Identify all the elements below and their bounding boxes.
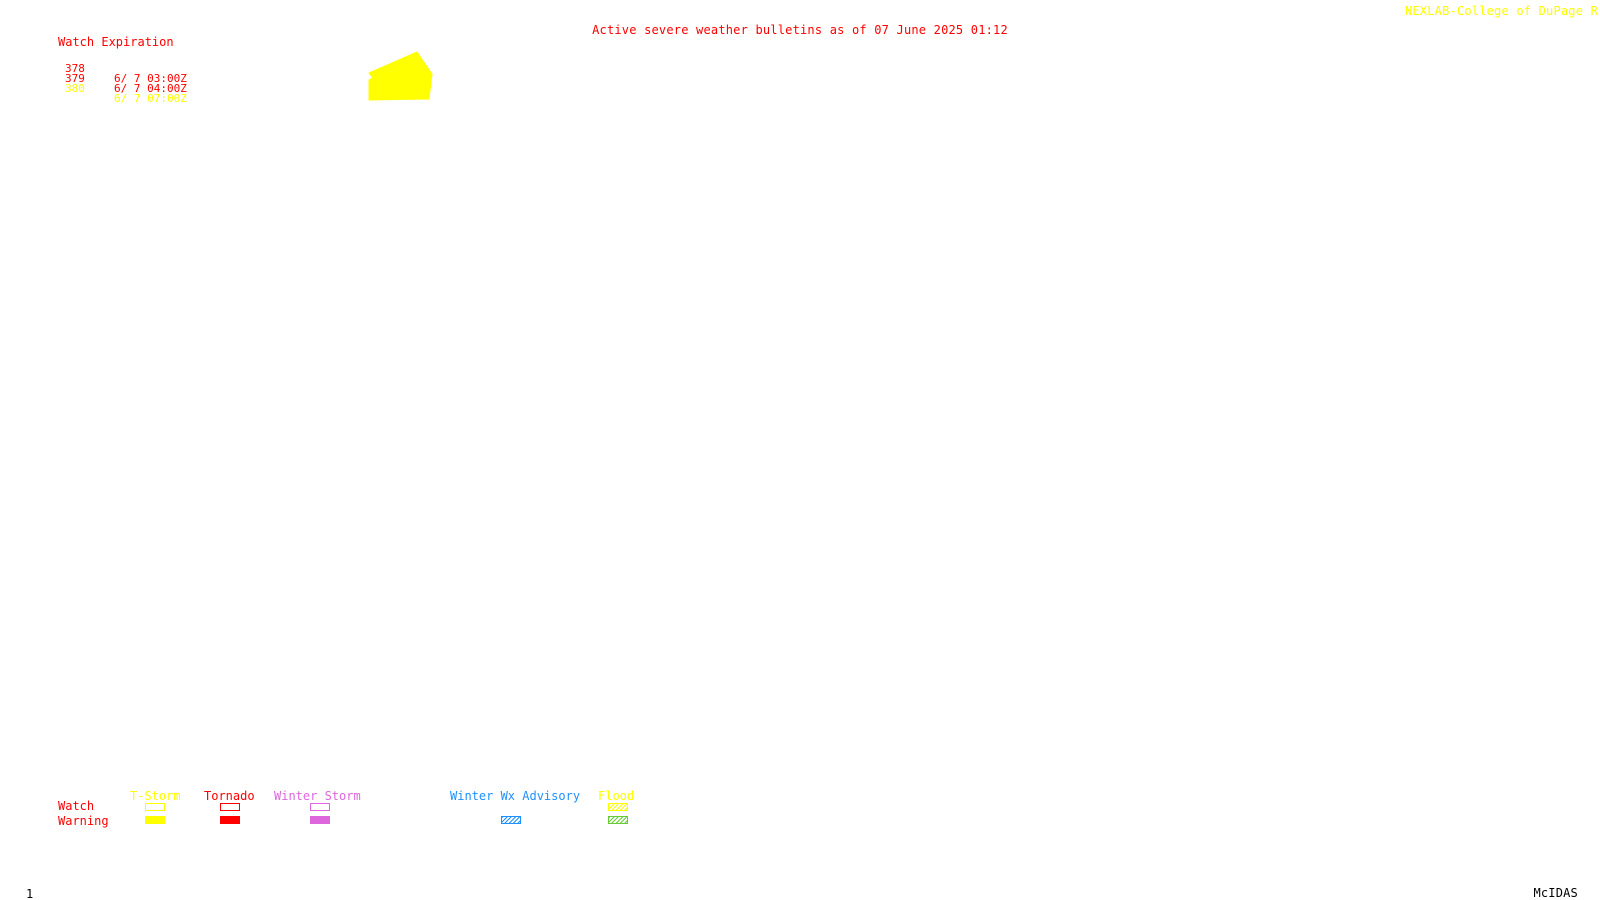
watch-number: 379 (65, 72, 85, 85)
tstorm-watch-polygon (368, 51, 433, 101)
tornado-watch-swatch (220, 803, 240, 811)
watch-number: 378 (65, 62, 85, 75)
legend-header-tstorm: T-Storm (130, 789, 181, 803)
legend-row-warning: Warning (58, 814, 109, 828)
winter-wx-advisory-swatch (501, 816, 521, 824)
tstorm-warning-swatch (145, 816, 165, 824)
tstorm-watch-swatch (145, 803, 165, 811)
bulletin-title: Active severe weather bulletins as of 07… (592, 23, 1008, 37)
frame-number: 1 (26, 887, 34, 900)
watch-expiration-time: 6/ 7 03:00Z (114, 72, 187, 85)
flood-warning-swatch (608, 816, 628, 824)
watch-expiration-time: 6/ 7 07:00Z (114, 92, 187, 105)
winter-storm-warning-swatch (310, 816, 330, 824)
app-name: McIDAS (1533, 886, 1578, 900)
legend-header-tornado: Tornado (204, 789, 255, 803)
watch-row: 379 6/ 7 04:00Z (58, 64, 187, 94)
tornado-warning-swatch (220, 816, 240, 824)
legend-header-flood: Flood (598, 789, 635, 803)
winter-storm-watch-swatch (310, 803, 330, 811)
watch-expiration-panel: Watch Expiration 378 6/ 7 03:00Z 379 6/ … (58, 35, 187, 104)
watch-expiration-heading: Watch Expiration (58, 35, 174, 49)
watch-number: 380 (65, 82, 85, 95)
watch-row: 380 6/ 7 07:00Z (58, 74, 187, 104)
legend-header-winter-storm: Winter Storm (274, 789, 361, 803)
watch-expiration-time: 6/ 7 04:00Z (114, 82, 187, 95)
legend-row-watch: Watch (58, 799, 95, 813)
flood-watch-swatch (608, 803, 628, 811)
watch-row: 378 6/ 7 03:00Z (58, 54, 187, 84)
header-credit: NEXLAB-College of DuPage R (1404, 4, 1598, 18)
legend-header-winter-wx-advisory: Winter Wx Advisory (450, 789, 581, 803)
